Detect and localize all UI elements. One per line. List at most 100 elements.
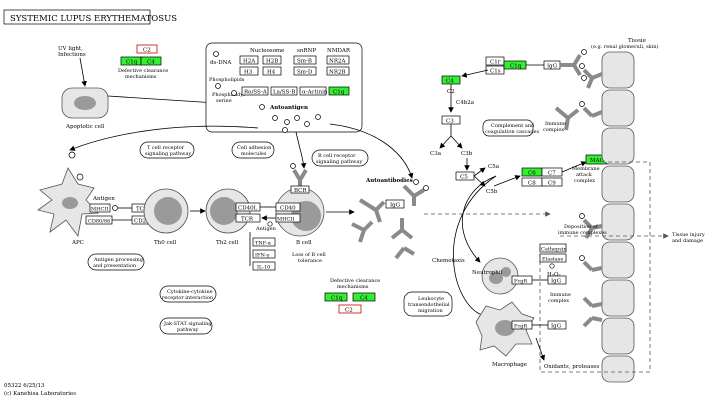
tissue-cell-6[interactable] [601,241,635,279]
gene-c6-label: C6 [528,171,536,177]
gene-ifn[interactable] [252,249,276,259]
gene-fcgr-macrophage-label: FcgR [514,324,527,330]
gene-h4[interactable] [262,66,282,76]
gene-igg-neutrophil[interactable] [547,275,567,285]
gene-tcr-th2[interactable] [235,213,261,223]
gene-bcr[interactable] [290,185,310,194]
gene-ro-ss-a-label: Ro/SS-A [244,90,268,96]
jak-stat-label-1: Jak-STAT signaling [163,321,212,327]
complement-cascade-box[interactable] [482,119,534,137]
phosphatidylserine-dot [231,90,237,96]
gene-c4-center-label: C4 [360,296,368,302]
tcr-pathway-label-1: T cell receptor [147,145,185,151]
gene-a-actinin[interactable] [299,86,327,96]
tissue-cell-2[interactable] [601,89,635,127]
gene-mhcii-apc[interactable] [89,203,111,213]
tcr-pathway-link[interactable] [139,141,195,159]
gene-sm-b[interactable] [293,55,317,65]
gene-c2-center-label: C2 [345,308,353,314]
injury-label-2: and damage [672,238,703,244]
gene-il10[interactable] [252,261,276,271]
antigen-bcell-label: Antigen [255,226,277,232]
loss-tolerance-1: Loss of B cell [292,252,326,258]
title-box [3,9,151,25]
cam-pathway-link[interactable] [231,141,275,159]
th0-cell-label: Th0 cell [154,240,177,246]
gene-la-ss-b-label: La/SS-B [273,90,295,96]
cytokine-pathway-link[interactable] [159,285,217,303]
gene-c4-complement-label: C4 [446,79,454,85]
gene-c1s[interactable] [485,65,505,75]
phospholipids-label: Phospholipids [209,77,245,83]
autoantibody-antigen-1 [413,179,419,185]
macrophage-to-oxidants-arrow [535,337,545,361]
footer-code: 05322 6/25/13 [4,383,45,389]
c4b2a-label: C4b2a [456,100,475,106]
uv-label-1: UV light, [58,46,83,52]
cytokine-label-1: Cytokine-cytokine [167,289,213,295]
loss-tolerance-2: tolerance [298,258,322,264]
tissue-cell-4[interactable] [601,165,635,203]
gene-h2b[interactable] [262,55,282,65]
gene-tnf[interactable] [252,237,276,247]
c5-to-c5a-arrow [473,167,486,177]
gene-c3-label: C3 [446,119,454,125]
injury-feedback-dashed [539,161,651,373]
tissue-label-1: Tissue [628,38,646,44]
tissue-antibody-1 [582,68,603,89]
gene-c2-center[interactable] [338,304,362,314]
gene-c7-label: C7 [548,171,556,177]
chemotaxis-macrophage-arrow [452,175,497,318]
gene-tnf-label: TNF-α [255,241,272,247]
tissue-cell-7[interactable] [601,279,635,317]
gene-mac-label: MAC [590,158,604,164]
leukocyte-migration-link[interactable] [403,291,453,317]
tissue-cell-3[interactable] [601,127,635,165]
gene-c1q-center[interactable] [324,292,348,302]
tissue-cell-9[interactable] [601,355,635,383]
gene-c2-left[interactable] [136,44,158,54]
gene-igg-complement-label: IgG [547,64,557,70]
gene-nr2b-label: NR2B [329,70,346,76]
gene-cathepsin[interactable] [539,243,567,253]
complement-antigen-1 [581,49,587,55]
gene-c4-center[interactable] [352,292,376,302]
gene-cd40[interactable] [275,202,301,212]
tissue-cell-8[interactable] [601,317,635,355]
tissue-label-2: (e.g. renal glomeruli, skin) [591,43,659,50]
gene-la-ss-b[interactable] [270,86,298,96]
gene-igg-center[interactable] [385,199,405,209]
autoantigen-dot-7 [282,127,288,133]
gene-sm-b-label: Sm-B [297,59,312,65]
gene-nr2b[interactable] [326,66,350,76]
gene-ifn-label: IFN-γ [255,253,270,259]
gene-mhcii-bcell[interactable] [275,213,301,223]
tissue-cell-5[interactable] [601,203,635,241]
gene-c9[interactable] [541,177,563,187]
gene-sm-d[interactable] [293,66,317,76]
tissue-antibody-6 [582,316,603,328]
gene-elastase[interactable] [539,253,567,263]
antigen-processing-link[interactable] [87,253,145,271]
gene-c1q-panel[interactable] [328,86,350,96]
gene-h2a[interactable] [239,55,259,65]
tissue-cell-1[interactable] [601,51,635,89]
gene-nr2a[interactable] [326,55,350,65]
c5-to-c5b-arrow [473,175,486,187]
gene-cathepsin-label: Cathepsin [541,247,567,253]
gene-c8-label: C8 [528,181,536,187]
jak-stat-label-2: pathway [177,327,199,333]
gene-igg-macrophage[interactable] [547,320,567,330]
c5b-label: C5b [486,189,498,195]
gene-ro-ss-a[interactable] [241,86,269,96]
bcr-pathway-link[interactable] [311,149,369,167]
gene-c4-left[interactable] [140,56,162,66]
macrophage-label: Macrophage [492,362,527,368]
gene-fcgr-neutrophil-label: FcgR [514,279,527,285]
gene-c1q-center-label: C1q [331,296,343,302]
gene-h3[interactable] [239,66,259,76]
jak-stat-link[interactable] [159,317,213,335]
mac-label-2: attack [576,172,593,178]
apoptotic-nucleus [74,96,96,110]
